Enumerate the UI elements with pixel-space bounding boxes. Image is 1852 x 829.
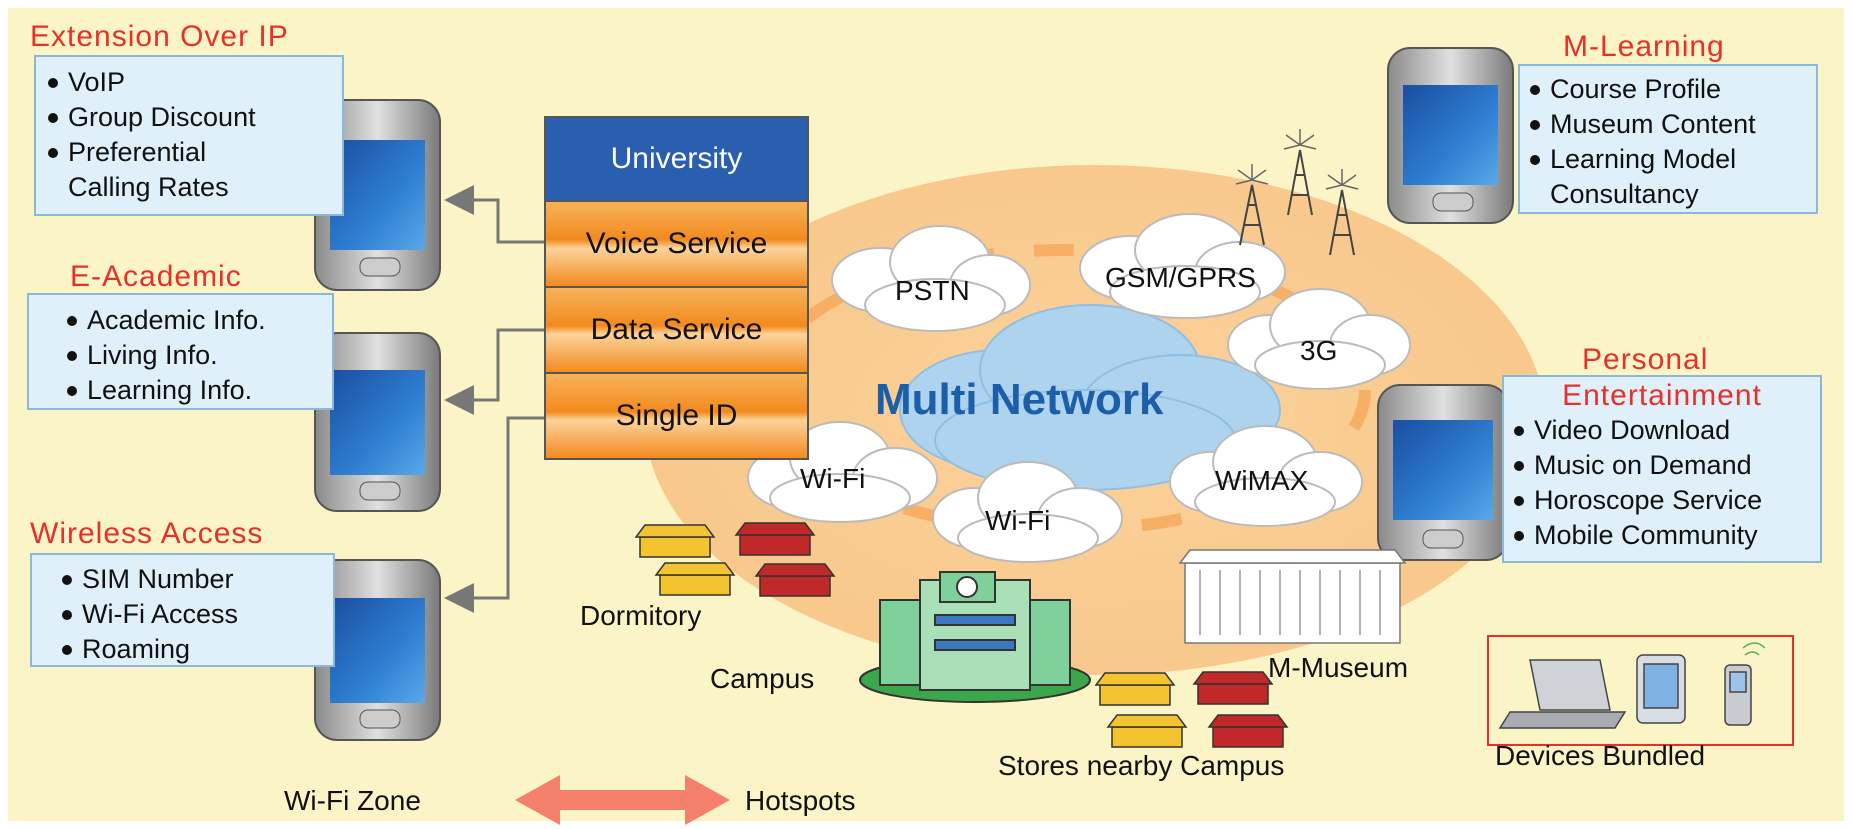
list-item: Roaming (56, 632, 327, 667)
devices-frame (1487, 635, 1794, 746)
stores-label: Stores nearby Campus (998, 750, 1285, 781)
zone-left-label: Wi-Fi Zone (284, 785, 421, 816)
list-item: Music on Demand (1508, 448, 1816, 483)
zone-double-arrow (515, 775, 730, 825)
personal-title: Personal (1582, 343, 1709, 376)
network-label: PSTN (895, 275, 970, 306)
network-label: Wi-Fi (800, 463, 866, 494)
stack-university: University (544, 116, 809, 202)
connector-singleid (444, 416, 544, 613)
pda-icon (1636, 654, 1686, 724)
museum-label: M-Museum (1268, 652, 1409, 683)
stack-voice-service: Voice Service (544, 202, 809, 288)
gsm-cloud (1079, 213, 1286, 319)
wifi-cloud-2 (932, 461, 1123, 563)
pstn-cloud (831, 225, 1031, 332)
stack-data-service: Data Service (544, 288, 809, 374)
list-item: Mobile Community (1508, 518, 1816, 553)
phone-icon (1377, 384, 1509, 561)
connector-voice (444, 185, 544, 244)
service-stack: University Voice Service Data Service Si… (544, 116, 809, 460)
stores-icon (1094, 671, 1289, 748)
museum-icon (1178, 549, 1407, 644)
phone-icon (1387, 47, 1514, 224)
eacademic-title: E-Academic (70, 260, 242, 293)
list-item: VoIP (42, 65, 336, 100)
mlearning-box: Course Profile Museum Content Learning M… (1518, 64, 1818, 214)
wifi-cloud-1 (747, 421, 938, 523)
phone-icon (314, 559, 441, 741)
connector-data (444, 328, 544, 415)
extension-title: Extension Over IP (30, 20, 289, 53)
network-label: Wi-Fi (985, 505, 1051, 536)
stack-single-id: Single ID (544, 374, 809, 460)
list-item: Living Info. (61, 338, 326, 373)
list-item: Learning Info. (61, 373, 326, 408)
dormitory-label: Dormitory (580, 600, 702, 631)
list-item: Consultancy (1550, 179, 1699, 209)
network-label: GSM/GPRS (1105, 262, 1256, 293)
campus-label: Campus (710, 663, 815, 694)
laptop-icon (1498, 659, 1627, 729)
campus-icon (859, 571, 1091, 703)
list-item: Museum Content (1524, 107, 1812, 142)
list-item: Learning Model (1524, 142, 1812, 177)
phone-icon (314, 99, 441, 291)
wireless-box: SIM Number Wi-Fi Access Roaming (30, 553, 335, 667)
wireless-title: Wireless Access (30, 517, 264, 550)
list-item: Wi-Fi Access (56, 597, 327, 632)
mlearning-title: M-Learning (1563, 30, 1725, 63)
devices-label: Devices Bundled (1495, 740, 1706, 771)
extension-box: VoIP Group Discount Preferential Calling… (34, 55, 344, 216)
list-item: SIM Number (56, 562, 327, 597)
eacademic-box: Academic Info. Living Info. Learning Inf… (27, 293, 334, 410)
phone-icon (314, 332, 441, 512)
wimax-cloud (1169, 425, 1363, 527)
list-item: Horoscope Service (1508, 483, 1816, 518)
antenna-icon (1235, 129, 1359, 256)
list-item: Video Download (1508, 413, 1816, 448)
dormitory-icon (634, 522, 836, 597)
personal-box: Entertainment Video Download Music on De… (1502, 375, 1822, 563)
list-item: Preferential (42, 135, 336, 170)
network-label: WiMAX (1215, 465, 1309, 496)
list-item: Group Discount (42, 100, 336, 135)
zone-right-label: Hotspots (745, 785, 856, 816)
3g-cloud (1227, 288, 1411, 390)
list-item: Academic Info. (61, 303, 326, 338)
network-label: 3G (1300, 335, 1338, 366)
mobile-phone-icon (1724, 642, 1766, 726)
personal-subtitle: Entertainment (1562, 379, 1762, 412)
center-title: Multi Network (875, 375, 1164, 424)
list-item: Calling Rates (68, 172, 229, 202)
list-item: Course Profile (1524, 72, 1812, 107)
